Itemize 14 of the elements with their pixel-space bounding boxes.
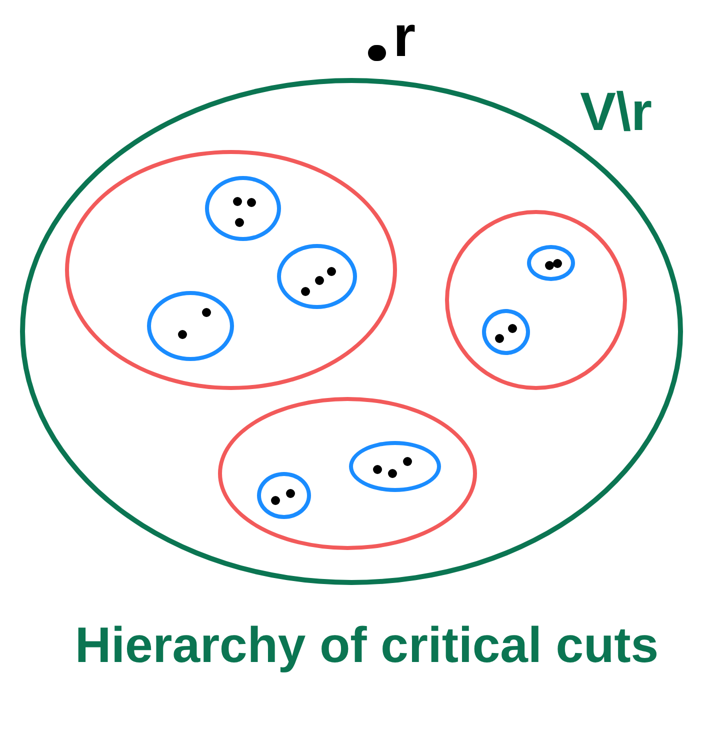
outer-ellipse bbox=[20, 78, 683, 585]
cut-ellipse bbox=[65, 150, 397, 390]
cluster-ellipse bbox=[349, 441, 441, 492]
vertex-label: r bbox=[393, 8, 416, 66]
cluster-ellipse bbox=[277, 244, 357, 309]
cluster-ellipse bbox=[257, 472, 311, 519]
cut-ellipse bbox=[218, 397, 477, 550]
cluster-ellipse bbox=[147, 291, 234, 361]
cut-ellipse bbox=[445, 210, 627, 390]
set-label: V\r bbox=[580, 85, 652, 139]
cluster-ellipse bbox=[205, 176, 281, 241]
caption: Hierarchy of critical cuts bbox=[75, 620, 659, 670]
cluster-ellipse bbox=[527, 245, 575, 281]
cluster-ellipse bbox=[482, 309, 530, 355]
